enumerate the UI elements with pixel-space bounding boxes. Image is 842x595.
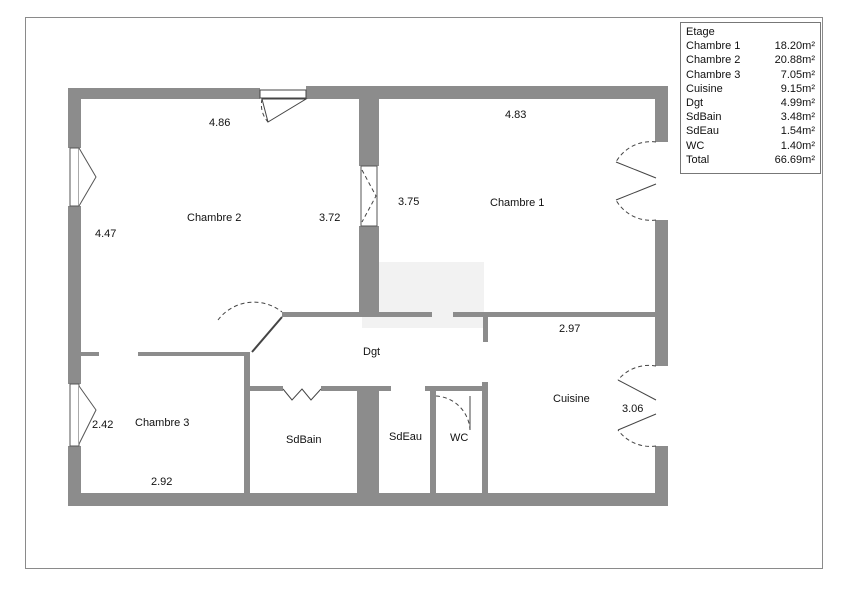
legend-total-label: Total [686,153,710,166]
window-ch2-left [69,147,80,207]
legend-room-name: Dgt [686,97,704,110]
legend-room-name: SdEau [686,125,720,138]
room-label-sdeau: SdEau [389,431,422,443]
window-ch3-left-leaf [78,385,97,445]
window-ch2-left-leaf [78,147,97,207]
interior-walls [81,92,663,497]
door-ch2-top-leaf [261,98,308,123]
legend-title: Etage [686,26,715,38]
wall-ch1-bottom [453,312,663,317]
window-ch2-ch1-leaf [361,169,377,223]
window-ch3-left [69,383,80,447]
dimension-labels: 4.86 4.47 3.72 4.83 3.75 2.42 2.92 2.97 … [92,109,643,488]
legend-room-area: 4.99m² [780,97,815,110]
room-label-cuisine: Cuisine [553,393,590,405]
door-cuisine-right-arc1 [617,364,657,381]
page-frame [25,17,823,569]
legend-room-name: Chambre 2 [686,54,741,67]
room-label-chambre2: Chambre 2 [187,212,241,224]
room-label-chambre1: Chambre 1 [490,197,544,209]
legend-room-name: Chambre 3 [686,68,741,81]
dim-ch3-height: 2.42 [92,419,113,431]
room-label-wc: WC [450,432,468,444]
legend-row: Chambre 1 18.20m² [686,39,815,53]
dim-ch2-right: 3.72 [319,212,340,224]
legend-room-area: 1.40m² [780,139,815,152]
legend-room-name: Cuisine [686,82,723,95]
legend-room-name: Chambre 1 [686,40,741,53]
wall-sdbain-right [357,386,379,496]
wall-right-3 [655,446,668,506]
wall-sdeau-top [379,386,391,391]
wall-bottom [68,493,668,506]
wall-right-1 [655,86,668,142]
wall-cuisine-stub [483,312,488,342]
door-ch2-top-arc [260,98,269,123]
legend-row: Chambre 2 20.88m² [686,53,815,67]
legend-row: WC 1.40m² [686,139,815,153]
outer-walls [68,86,668,506]
dim-ch3-width: 2.92 [151,476,172,488]
wall-top-left [68,88,260,99]
door-cuisine-right-arc2 [617,429,657,447]
wall-ch2-bottom [282,312,432,317]
wall-left-3 [68,446,81,506]
door-wc-arc [435,395,471,431]
door-ch2-top-frame [259,89,307,99]
dim-cuisine-height: 3.06 [622,403,643,415]
legend-room-area: 1.54m² [780,125,815,138]
wall-wc-right-top [482,382,488,390]
dim-ch2-height: 4.47 [95,228,116,240]
wall-right-2 [655,220,668,366]
legend-room-name: SdBain [686,111,722,124]
wall-left-2 [68,206,81,384]
dim-ch1-height: 3.75 [398,196,419,208]
legend-room-name: WC [686,139,705,152]
wall-ch2-ch1-top [359,92,379,166]
room-labels: Chambre 2 Chambre 1 Chambre 3 Dgt Cuisin… [135,197,590,446]
room-label-chambre3: Chambre 3 [135,417,189,429]
legend-row: SdBain 3.48m² [686,110,815,124]
door-ch1-right-arc1 [615,141,657,163]
legend-row-total: Total 66.69m² [686,153,815,167]
wall-ch2-ch1-bottom [359,226,379,316]
dim-ch2-width: 4.86 [209,117,230,129]
room-label-dgt: Dgt [363,346,380,358]
doors [217,89,657,447]
dim-cuisine-width: 2.97 [559,323,580,335]
legend-room-area: 18.20m² [774,40,815,53]
wall-left-1 [68,88,81,148]
wall-wc-right [482,386,488,496]
wall-top-right [306,86,666,99]
wall-wc-top [425,386,487,391]
wall-ch3-top-left [81,352,99,356]
legend-row: Cuisine 9.15m² [686,82,815,96]
door-ch2-dgt-arc [217,301,283,321]
wall-sdbain-top-right [321,386,361,391]
windows [69,147,378,447]
area-legend: Etage Chambre 1 18.20m² Chambre 2 20.88m… [680,22,821,174]
legend-row: SdEau 1.54m² [686,124,815,138]
wall-ch3-top-right [138,352,250,356]
legend-total-area: 66.69m² [774,153,815,166]
legend-room-area: 7.05m² [780,68,815,81]
watermark-logo [362,262,484,328]
dim-ch1-width: 4.83 [505,109,526,121]
legend-room-area: 20.88m² [774,54,815,67]
wall-sdbain-top-left [250,386,283,391]
legend-row: Chambre 3 7.05m² [686,68,815,82]
room-label-sdbain: SdBain [286,434,321,446]
wall-ch3-right [244,352,250,497]
legend-room-area: 3.48m² [780,111,815,124]
legend-row: Dgt 4.99m² [686,96,815,110]
legend-room-area: 9.15m² [780,82,815,95]
door-sdbain-folding [282,388,322,401]
door-ch1-right-arc2 [615,199,657,221]
wall-sdeau-wc [430,386,436,496]
window-ch2-ch1 [360,165,378,227]
